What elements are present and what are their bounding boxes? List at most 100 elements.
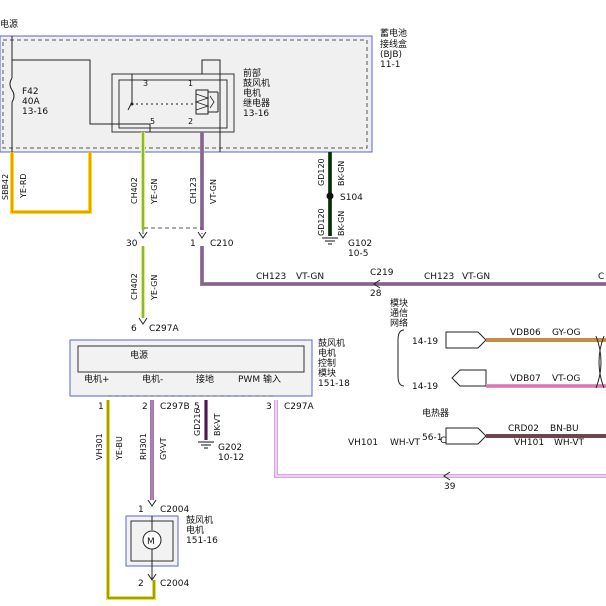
c210-pin-30: 30 bbox=[126, 239, 138, 249]
c2004-pin-1: 1 bbox=[138, 505, 144, 515]
relay-inner-box bbox=[118, 79, 228, 129]
relay-pin-1: 1 bbox=[188, 79, 193, 88]
wire-vdb07-color: VT-OG bbox=[552, 374, 580, 384]
c297a-pin-6-mark bbox=[138, 317, 148, 325]
module-box bbox=[69, 339, 313, 397]
relay-pin-3: 3 bbox=[143, 79, 148, 88]
wire-vdb06-color: GY-OG bbox=[552, 328, 581, 338]
module-title-2: 电机 bbox=[318, 347, 336, 359]
c210-label: C210 bbox=[210, 239, 234, 249]
c2004-label-bottom: C2004 bbox=[160, 579, 189, 589]
fuse-id: F42 bbox=[22, 87, 39, 97]
bjb-title-1: 蓄电池 bbox=[380, 27, 407, 39]
wire-ch123-id-h2: CH123 bbox=[424, 272, 454, 282]
c219-pin-28: 28 bbox=[370, 289, 382, 299]
c297b-pin-5: 5 bbox=[194, 402, 200, 412]
wire-sbb42-id: SBB42 bbox=[1, 174, 10, 200]
wire-crd02-color: BN-BU bbox=[550, 424, 579, 434]
relay-title-4: 继电器 bbox=[243, 97, 270, 109]
c210-pin-30-mark bbox=[138, 231, 148, 239]
power-label: 电源 bbox=[0, 18, 18, 30]
wire-vh101-color-2: WH-VT bbox=[554, 438, 585, 448]
c210-dashed-link bbox=[142, 227, 203, 234]
relay-title-3: 电机 bbox=[243, 87, 261, 99]
fuse-symbol bbox=[9, 77, 15, 103]
wire-gd216-color: BK-VT bbox=[213, 413, 222, 436]
ground-g102-id: G102 bbox=[348, 239, 372, 249]
module-comm-ref-1: 14-19 bbox=[412, 337, 438, 347]
c297a-pin-6: 6 bbox=[131, 324, 137, 334]
wire-vh101-id-1: VH101 bbox=[348, 438, 378, 448]
electric-heater-ref: 56-1 bbox=[422, 433, 442, 443]
ground-g202-id: G202 bbox=[218, 443, 242, 453]
wire-ch123-color-h1: VT-GN bbox=[296, 272, 324, 282]
motor-ref: 151-16 bbox=[186, 536, 218, 546]
fuse-rating: 40A bbox=[22, 97, 40, 107]
module-motor-plus: 电机+ bbox=[84, 373, 110, 385]
relay-pin-2: 2 bbox=[188, 117, 193, 126]
relay-title-2: 鼓风机 bbox=[243, 77, 270, 89]
relay-box bbox=[111, 73, 235, 133]
c2004-label-top: C2004 bbox=[160, 505, 189, 515]
ground-g202-ref: 10-12 bbox=[218, 453, 244, 463]
module-power-label: 电源 bbox=[130, 349, 148, 361]
c219-label-top: C219 bbox=[370, 268, 394, 278]
module-ground: 接地 bbox=[196, 373, 214, 385]
wire-gd120-color-bottom: BK-GN bbox=[337, 211, 346, 236]
bjb-inner-dashed-box bbox=[2, 39, 368, 149]
c210-pin-1: 1 bbox=[190, 239, 196, 249]
fuse-ref: 13-16 bbox=[22, 107, 48, 117]
c297b-label: C297B bbox=[160, 402, 190, 412]
module-comm-1: 模块 bbox=[390, 297, 408, 309]
relay-diode bbox=[209, 95, 215, 109]
module-title-1: 鼓风机 bbox=[318, 337, 345, 349]
c297a-label-top: C297A bbox=[149, 324, 179, 334]
module-comm-3: 网络 bbox=[390, 317, 408, 329]
wire-vh101-color-1: WH-VT bbox=[390, 438, 421, 448]
wire-ch402-color-2: YE-GN bbox=[150, 275, 159, 301]
wire-gd120-id-top: GD120 bbox=[317, 158, 326, 186]
wire-sbb42-color: YE-RD bbox=[19, 173, 28, 199]
relay-ref: 13-16 bbox=[243, 109, 269, 119]
ground-g102-ref: 10-5 bbox=[348, 249, 368, 259]
bjb-outer-box bbox=[0, 35, 373, 153]
electric-heater-label: 电热器 bbox=[422, 407, 449, 419]
splice-s104: S104 bbox=[340, 193, 363, 203]
module-title-3: 控制 bbox=[318, 357, 336, 369]
wire-ch402-color: YE-GN bbox=[150, 179, 159, 205]
c297a-pin-1: 1 bbox=[98, 402, 104, 412]
twisted-pair-icon bbox=[595, 335, 605, 389]
c297a-label-bottom: C297A bbox=[284, 402, 314, 412]
wire-vh301 bbox=[106, 400, 156, 600]
vdb07-connector-shape bbox=[451, 369, 487, 387]
wire-ch402-id: CH402 bbox=[130, 177, 139, 204]
wire-ch402-id-2: CH402 bbox=[130, 273, 139, 300]
c2004-pin-1-mark bbox=[147, 499, 157, 507]
wire-ch123-color: VT-GN bbox=[209, 179, 218, 204]
motor-symbol-letter: M bbox=[147, 537, 155, 547]
wire-vh301-color: YE-BU bbox=[115, 436, 124, 461]
wire-vh101-id-2: VH101 bbox=[514, 438, 544, 448]
module-comm-ref-2: 14-19 bbox=[412, 382, 438, 392]
splice-s104-dot bbox=[326, 192, 334, 200]
module-power-box bbox=[77, 345, 305, 373]
c219-pin-39: 39 bbox=[444, 482, 456, 492]
module-motor-minus: 电机- bbox=[142, 373, 163, 385]
vdb06-connector-shape bbox=[445, 331, 487, 349]
wire-vh301-id: VH301 bbox=[95, 433, 104, 460]
crd02-connector-shape bbox=[445, 427, 487, 445]
module-ref: 151-18 bbox=[318, 379, 350, 389]
wire-ch123-color-h2: VT-GN bbox=[462, 272, 490, 282]
relay-pin-5: 5 bbox=[150, 117, 155, 126]
module-title-4: 模块 bbox=[318, 367, 336, 379]
wire-rh301-id: RH301 bbox=[139, 433, 148, 460]
c219-mark-top bbox=[373, 279, 381, 289]
c297a-pin-3: 3 bbox=[266, 402, 272, 412]
motor-title-1: 鼓风机 bbox=[186, 514, 213, 526]
wire-ch123-id-h1: CH123 bbox=[256, 272, 286, 282]
wire-gd120-id-bottom: GD120 bbox=[317, 208, 326, 236]
c219-mark-bottom bbox=[443, 471, 451, 481]
bjb-title-3: (BJB) bbox=[380, 50, 402, 60]
module-pwm-input: PWM 输入 bbox=[238, 373, 281, 385]
